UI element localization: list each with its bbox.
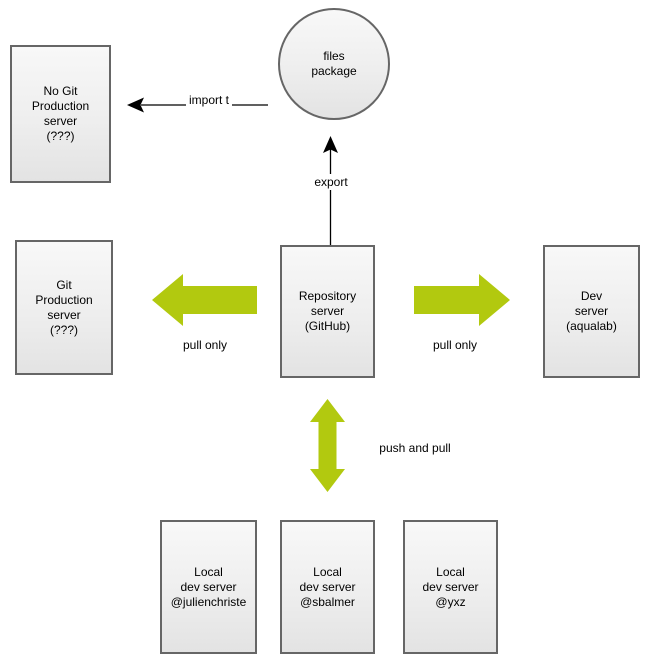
- node-repository-server: Repository server (GitHub): [280, 245, 375, 378]
- edge-label-push-and-pull: push and pull: [376, 440, 454, 456]
- push-pull-arrow: [310, 399, 345, 492]
- node-local-dev-sbalmer: Local dev server @sbalmer: [280, 520, 375, 654]
- edge-label-import: import t: [185, 92, 233, 108]
- import-arrowhead: [127, 97, 144, 113]
- pull-only-arrow-right: [414, 274, 510, 326]
- node-local-dev-julienchriste: Local dev server @julienchriste: [160, 520, 257, 654]
- export-arrowhead: [323, 136, 338, 153]
- node-files-package: files package: [278, 8, 390, 120]
- edge-label-export: export: [311, 174, 351, 190]
- edge-label-pull-only-right: pull only: [429, 337, 481, 353]
- node-no-git-production-server: No Git Production server (???): [10, 45, 111, 183]
- pull-only-arrow-left: [152, 274, 257, 326]
- edge-label-pull-only-left: pull only: [179, 337, 231, 353]
- node-local-dev-yxz: Local dev server @yxz: [403, 520, 498, 654]
- node-dev-server: Dev server (aqualab): [543, 245, 640, 378]
- node-git-production-server: Git Production server (???): [15, 240, 113, 375]
